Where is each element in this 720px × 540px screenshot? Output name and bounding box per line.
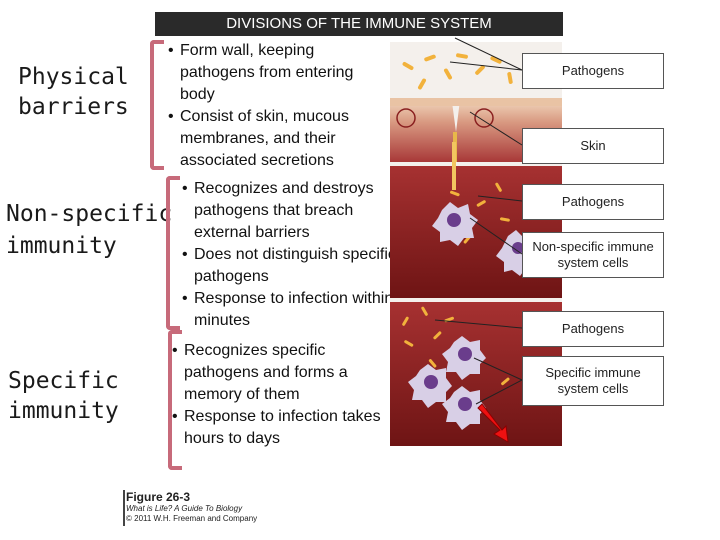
callout-pathogens: Pathogens	[522, 311, 664, 347]
bracket-physical	[150, 40, 164, 170]
bullets-non-specific-immunity: Recognizes and destroys pathogens that b…	[182, 178, 407, 332]
bullet-item: Form wall, keeping pathogens from enteri…	[168, 40, 388, 106]
bullets-specific-immunity: Recognizes specific pathogens and forms …	[172, 340, 382, 450]
diagram-title: DIVISIONS OF THE IMMUNE SYSTEM	[155, 12, 563, 36]
callout-specific-cells: Specific immune system cells	[522, 356, 664, 406]
callout-skin: Skin	[522, 128, 664, 164]
follicle-icon	[396, 108, 416, 128]
label-non-specific-immunity: Non-specific immunity	[6, 198, 172, 262]
figure-number: Figure 26-3	[126, 490, 191, 504]
label-line: immunity	[8, 398, 119, 424]
label-line: barriers	[18, 94, 129, 120]
immune-cell-icon	[408, 364, 452, 408]
label-line: immunity	[6, 233, 117, 259]
immune-cell-icon	[442, 386, 486, 430]
bullet-item: Recognizes and destroys pathogens that b…	[182, 178, 407, 244]
figure-source: What is Life? A Guide To Biology	[126, 504, 243, 513]
bullet-item: Does not distinguish specific pathogens	[182, 244, 407, 288]
label-specific-immunity: Specific immunity	[8, 366, 119, 426]
pointer-arrow-icon	[477, 403, 509, 443]
bullet-item: Recognizes specific pathogens and forms …	[172, 340, 382, 406]
bracket-specific	[168, 330, 182, 470]
immune-cell-icon	[432, 202, 478, 246]
label-line: Specific	[8, 368, 119, 394]
bracket-non-specific	[166, 176, 180, 330]
callout-non-specific-cells: Non-specific immune system cells	[522, 232, 664, 278]
bullet-item: Response to infection within minutes	[182, 288, 407, 332]
figure-copyright: © 2011 W.H. Freeman and Company	[126, 514, 258, 523]
callout-pathogens: Pathogens	[522, 184, 664, 220]
bullet-item: Response to infection takes hours to day…	[172, 406, 382, 450]
label-line: Non-specific	[6, 201, 173, 227]
figure-credit-bar	[123, 490, 125, 526]
bullets-physical-barriers: Form wall, keeping pathogens from enteri…	[168, 40, 388, 172]
bullet-item: Consist of skin, mucous membranes, and t…	[168, 106, 388, 172]
figure-credit: Figure 26-3 What is Life? A Guide To Bio…	[123, 490, 258, 526]
callout-pathogens: Pathogens	[522, 53, 664, 89]
label-physical-barriers: Physical barriers	[18, 62, 129, 122]
label-line: Physical	[18, 64, 129, 90]
